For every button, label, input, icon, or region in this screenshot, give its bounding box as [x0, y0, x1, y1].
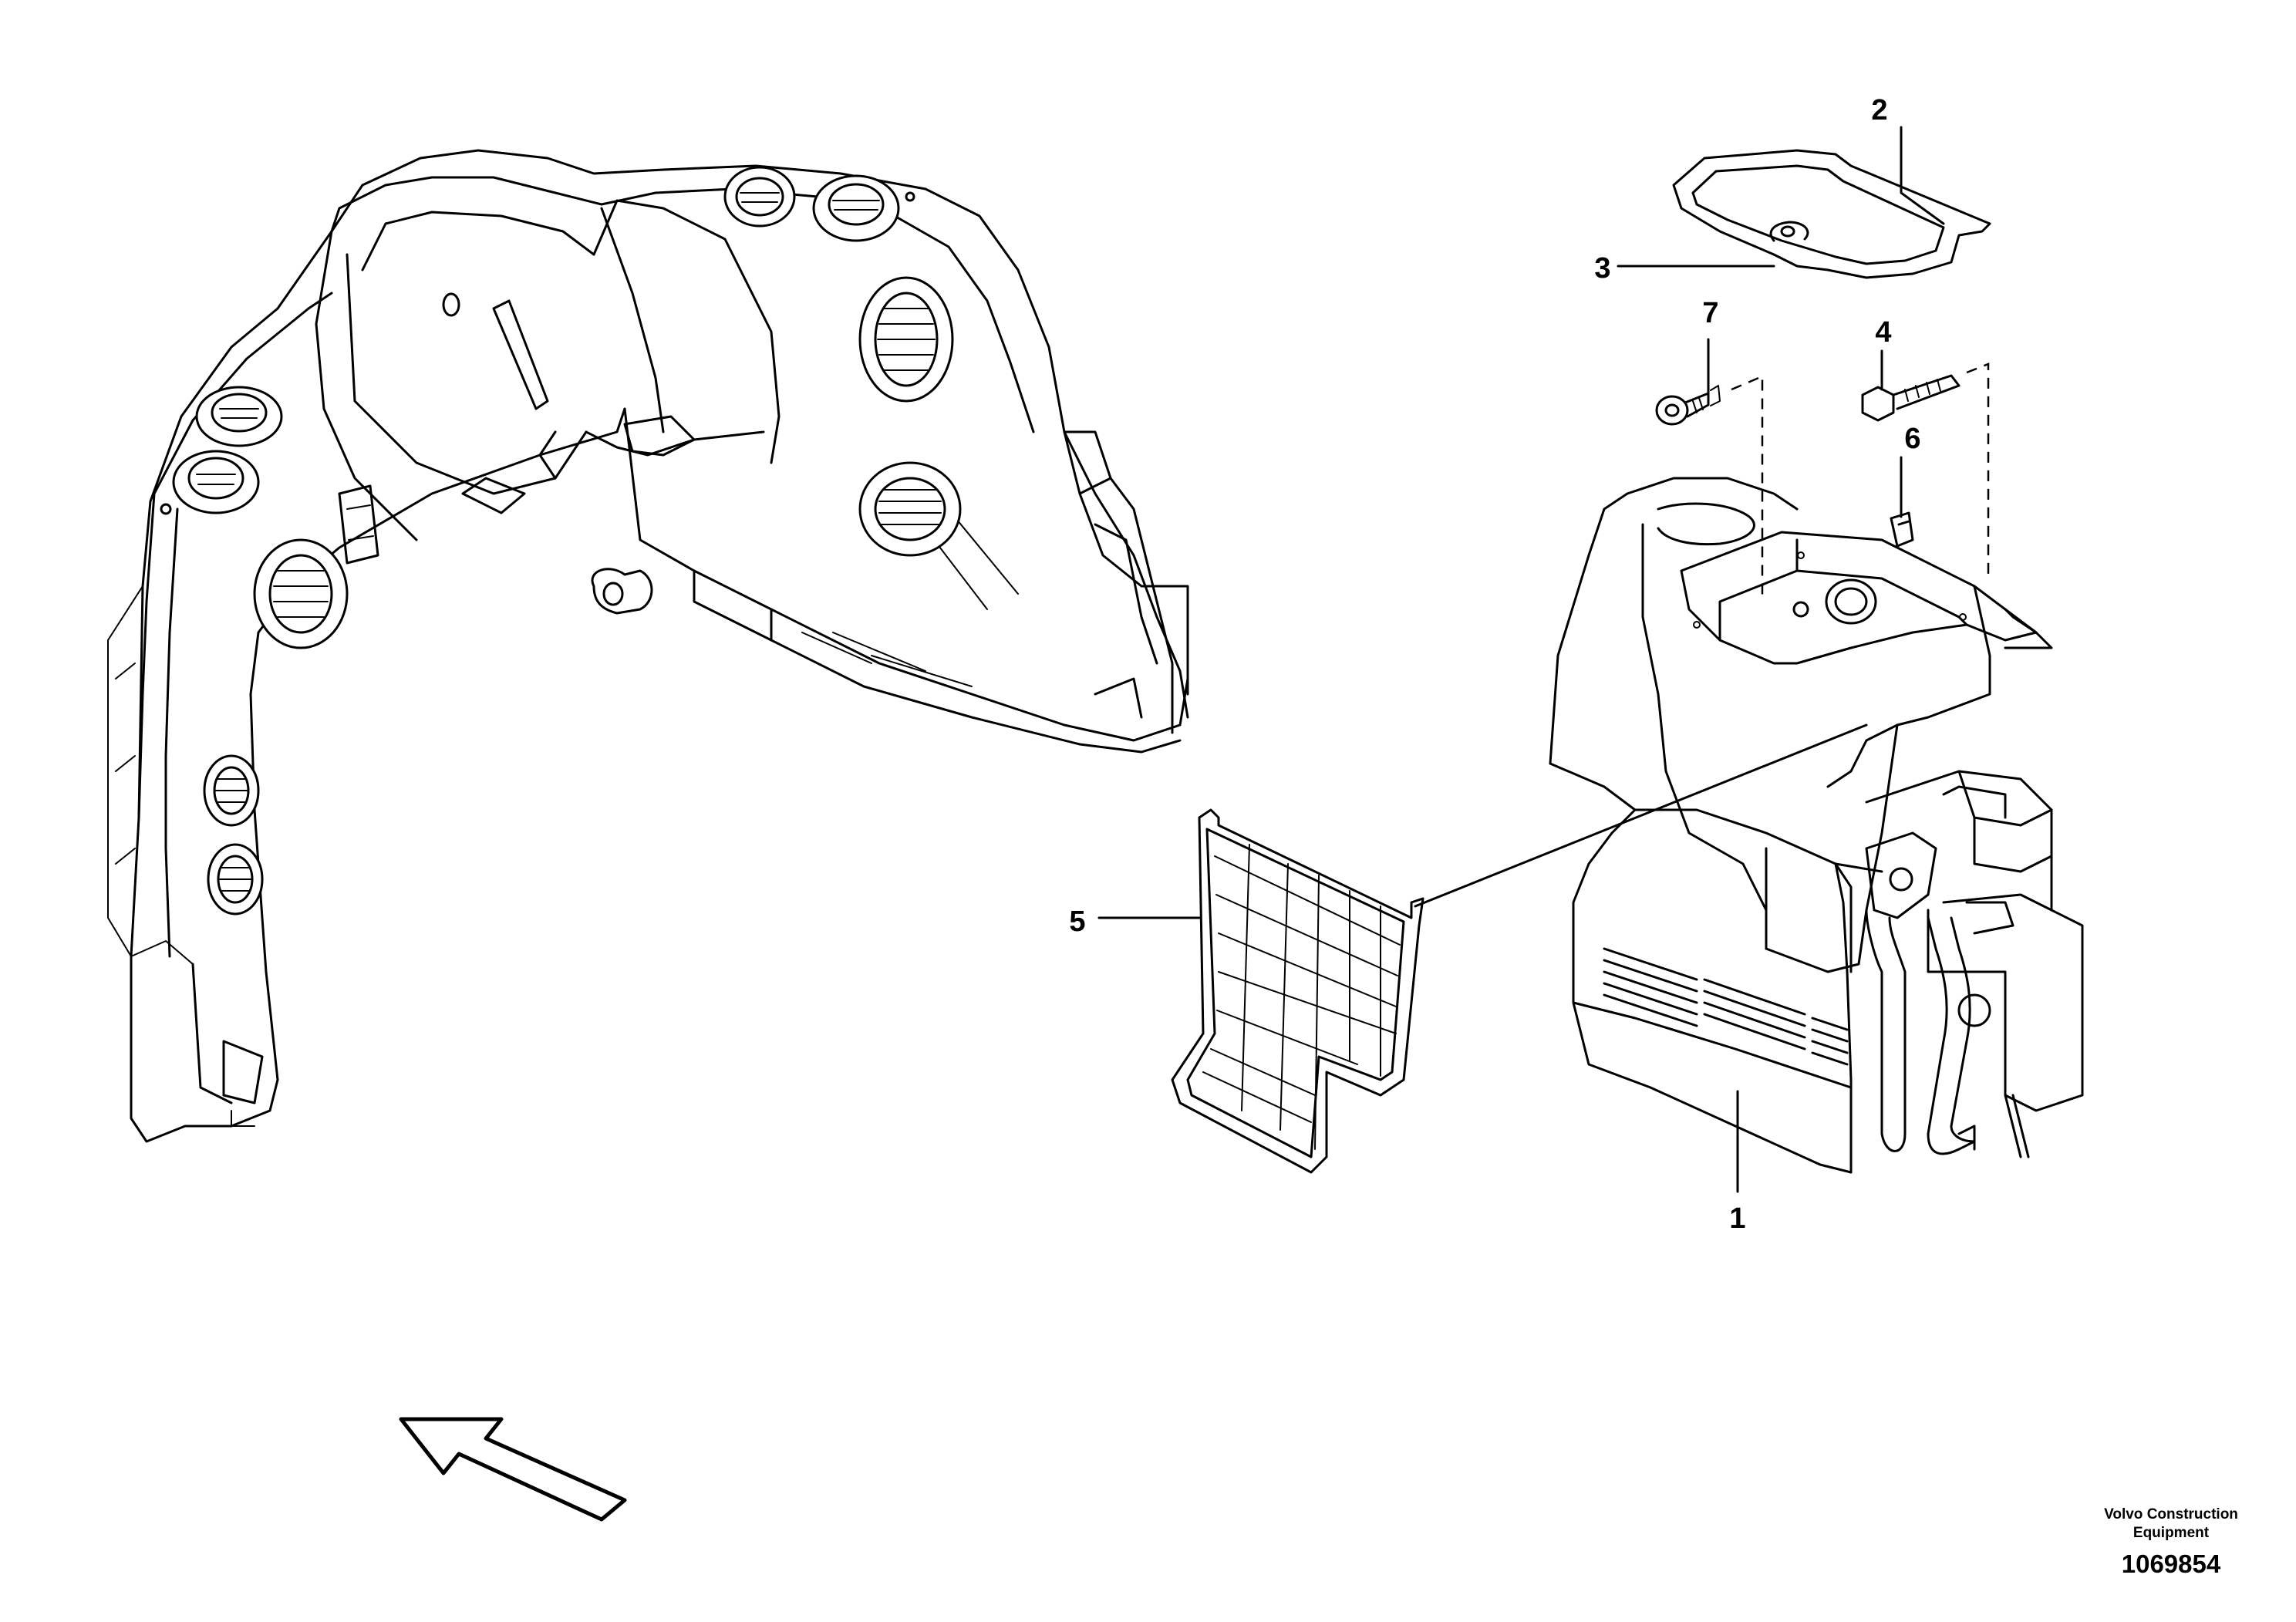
dashboard-air-vent-right-upper [858, 276, 954, 403]
dashboard-air-vent-side-1 [203, 754, 260, 827]
dashboard-air-vent-left-1 [195, 386, 283, 447]
callout-4: 4 [1875, 316, 1891, 349]
direction-arrow-icon [399, 1417, 627, 1522]
clip-nut-part-6 [1890, 511, 1914, 548]
dashboard-air-vent-left-2 [172, 450, 260, 514]
heater-cover-assembly [1549, 477, 2084, 1174]
leader-2 [1900, 126, 1945, 225]
manufacturer-name: Volvo Construction [2104, 1506, 2238, 1523]
bolt-part-4 [1861, 374, 1961, 422]
dashboard-air-vent-top [723, 166, 796, 228]
callout-1: 1 [1729, 1202, 1745, 1235]
filter-leader-line [1414, 723, 1868, 908]
cover-lid-part [1672, 149, 1991, 279]
dashboard-air-vent-right-lower [858, 461, 962, 557]
filter-mesh-part [1171, 808, 1424, 1174]
callout-7: 7 [1702, 297, 1718, 329]
dashboard-air-vent-left-3 [253, 538, 349, 649]
reference-number: 1069854 [2122, 1549, 2221, 1578]
callout-2: 2 [1871, 94, 1887, 126]
callout-5: 5 [1069, 905, 1085, 938]
screw-part-7 [1655, 385, 1721, 426]
dashboard-air-vent-top-2 [812, 174, 900, 242]
callout-6: 6 [1904, 423, 1920, 455]
manufacturer-subtitle: Equipment [2133, 1525, 2210, 1541]
assembly-line-bolt [1966, 363, 1990, 575]
dashboard-panel [107, 149, 1189, 1143]
dashboard-air-vent-side-2 [207, 843, 264, 916]
callout-3: 3 [1594, 252, 1610, 285]
